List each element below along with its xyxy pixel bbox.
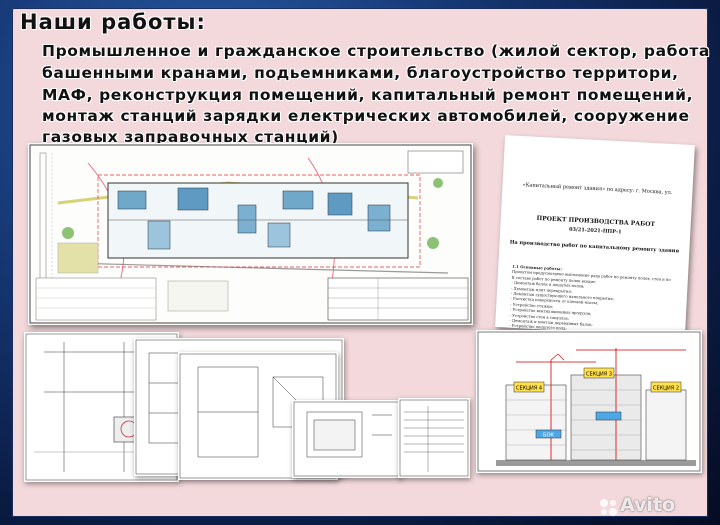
tower-label: СЕКЦИЯ 4 bbox=[516, 386, 542, 392]
ppr-subtitle: На производство работ по капитальному ре… bbox=[509, 239, 680, 255]
tower-crane-drawing: СЕКЦИЯ 4 СЕКЦИЯ 3 СЕКЦИЯ 2 БОК bbox=[476, 330, 702, 473]
ppr-header: «Капитальный ремонт здания» по адресу: г… bbox=[522, 182, 673, 196]
tower-label: СЕКЦИЯ 2 bbox=[653, 386, 679, 392]
technical-drawing-sheet bbox=[398, 398, 470, 478]
ppr-work-list: 1.1 Основные работы: Проектом предусмотр… bbox=[509, 264, 677, 337]
description-line: МАФ, реконструкция помещений, капитальны… bbox=[42, 86, 694, 104]
tower-label: СЕКЦИЯ 3 bbox=[586, 372, 612, 378]
tower-label: БОК bbox=[543, 433, 554, 439]
description-line: газовых заправочных станций) bbox=[42, 128, 339, 146]
avito-watermark: Avito bbox=[620, 494, 676, 516]
avito-logo-icon bbox=[600, 499, 617, 516]
ppr-document: «Капитальный ремонт здания» по адресу: г… bbox=[495, 135, 695, 337]
page-title: Наши работы: bbox=[20, 10, 206, 34]
technical-drawing-sheet bbox=[292, 400, 402, 478]
site-plan-drawing bbox=[28, 143, 473, 325]
description-line: башенными кранами, подьемниками, благоус… bbox=[42, 64, 679, 82]
description-line: монтаж станций зарядки електрических авт… bbox=[42, 107, 690, 125]
description-line: Промышленное и гражданское строительство… bbox=[42, 42, 710, 60]
